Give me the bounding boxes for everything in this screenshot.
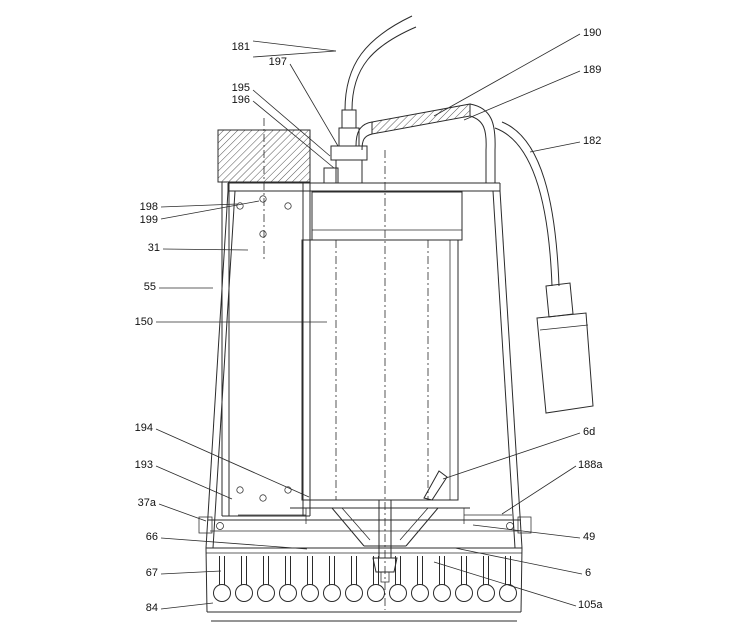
strainer-slots: [213, 555, 517, 602]
discharge-column: [217, 118, 311, 517]
callout-182: 182: [583, 135, 602, 147]
callout-197: 197: [268, 56, 287, 68]
callout-193: 193: [134, 459, 153, 471]
callout-189: 189: [583, 64, 602, 76]
callout-67: 67: [145, 567, 158, 579]
leader-lines: [155, 33, 583, 610]
carry-handle: [355, 103, 496, 183]
callout-6: 6: [585, 567, 592, 579]
callout-49: 49: [583, 531, 596, 543]
callout-195: 195: [231, 82, 250, 94]
callout-6d: 6d: [583, 426, 596, 438]
callout-199: 199: [139, 214, 158, 226]
power-cable-lines: [344, 15, 417, 111]
float-switch: [536, 282, 594, 414]
callout-150: 150: [134, 316, 153, 328]
callout-198: 198: [139, 201, 158, 213]
callout-31: 31: [147, 242, 160, 254]
callout-37a: 37a: [137, 497, 156, 509]
motor-housing: [301, 150, 463, 610]
callout-188a: 188a: [578, 459, 603, 471]
pump-shell: [198, 182, 532, 622]
float-cable-lines: [494, 121, 560, 287]
volute-internals: [238, 470, 512, 583]
callout-105a: 105a: [578, 599, 603, 611]
callout-66: 66: [145, 531, 158, 543]
callout-55: 55: [143, 281, 156, 293]
callout-190: 190: [583, 27, 602, 39]
callout-196: 196: [231, 94, 250, 106]
callout-181: 181: [231, 41, 250, 53]
callout-84: 84: [145, 602, 158, 614]
cable-gland: [323, 109, 368, 184]
callout-194: 194: [134, 422, 153, 434]
